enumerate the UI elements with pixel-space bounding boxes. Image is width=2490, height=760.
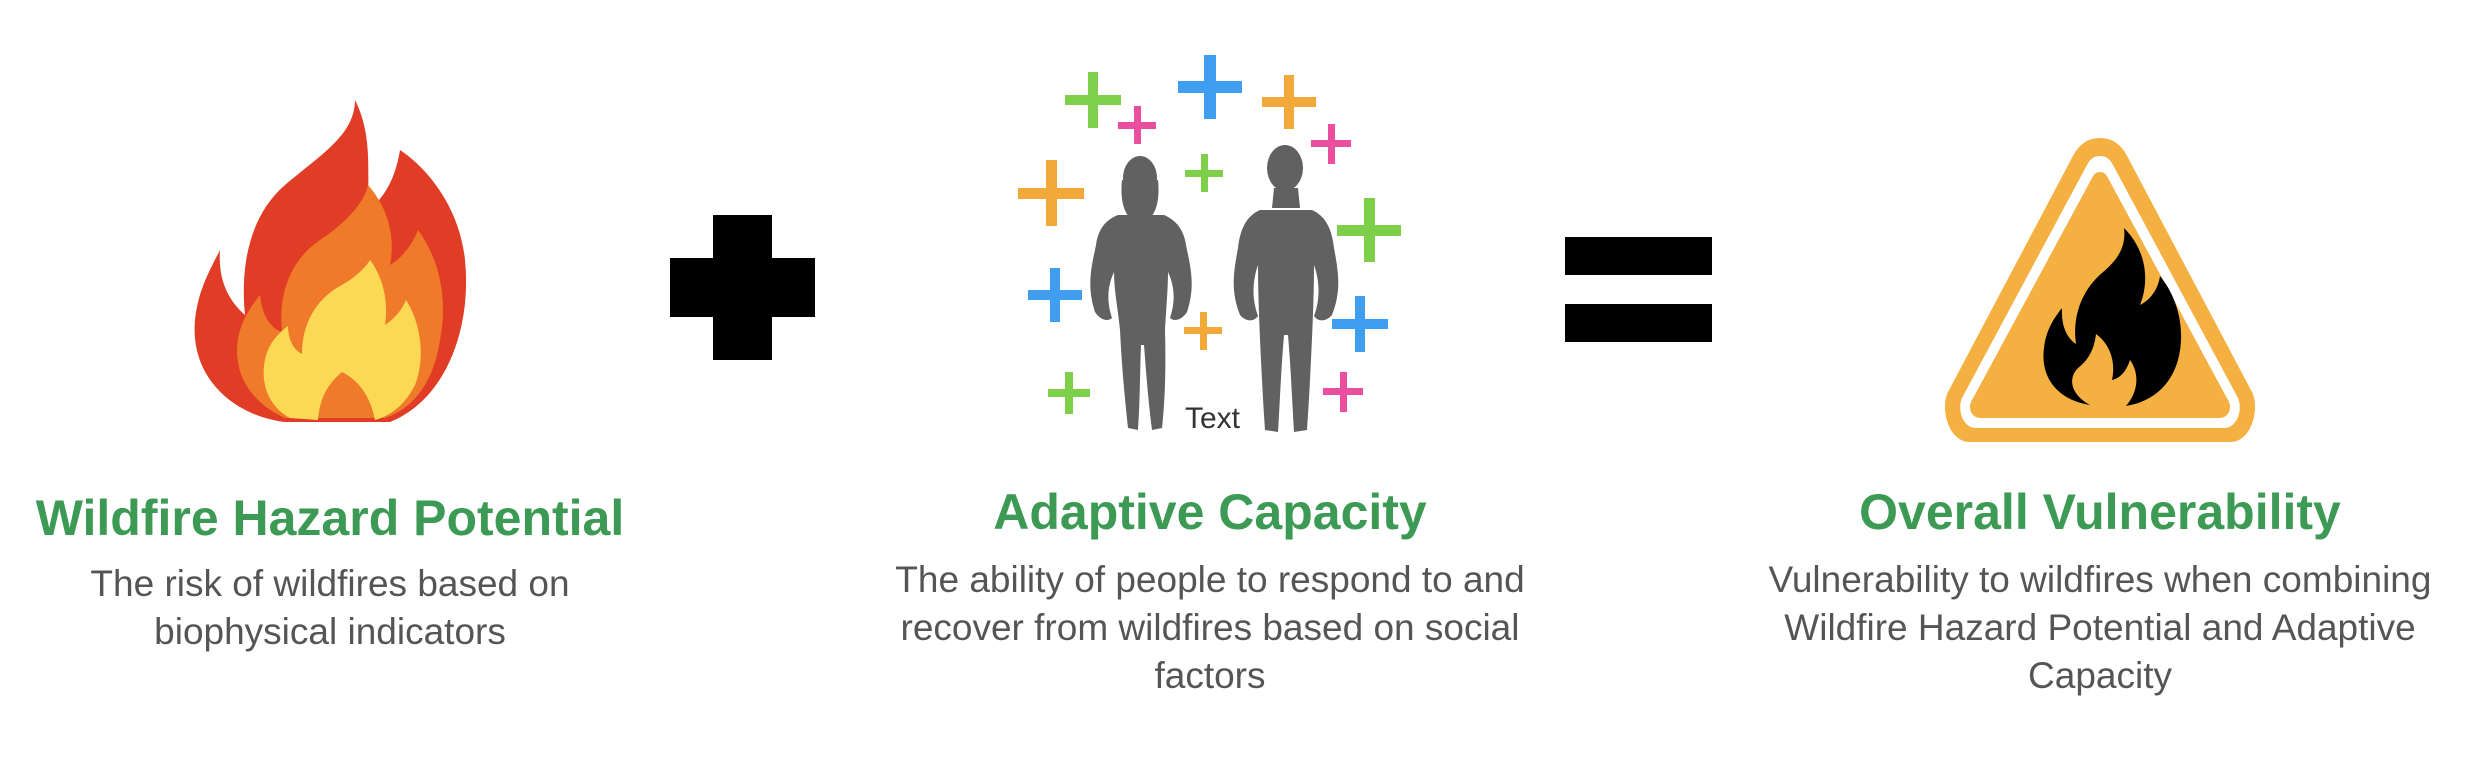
block-title-vulnerability: Overall Vulnerability xyxy=(1859,484,2341,540)
equals-icon xyxy=(1565,237,1712,342)
block-description-hazard: The risk of wildfires based on biophysic… xyxy=(90,563,570,652)
flame-icon xyxy=(190,100,480,430)
people-plus-icon xyxy=(1010,50,1430,440)
stray-text-label: Text xyxy=(1185,402,1241,435)
plus-icon xyxy=(670,215,815,360)
block-title-hazard: Wildfire Hazard Potential xyxy=(35,490,625,546)
fire-warning-triangle-icon xyxy=(1940,130,2260,450)
block-description-vulnerability: Vulnerability to wildfires when combinin… xyxy=(1768,559,2432,696)
block-description-capacity: The ability of people to respond to and … xyxy=(895,559,1525,696)
block-title-capacity: Adaptive Capacity xyxy=(993,484,1427,540)
